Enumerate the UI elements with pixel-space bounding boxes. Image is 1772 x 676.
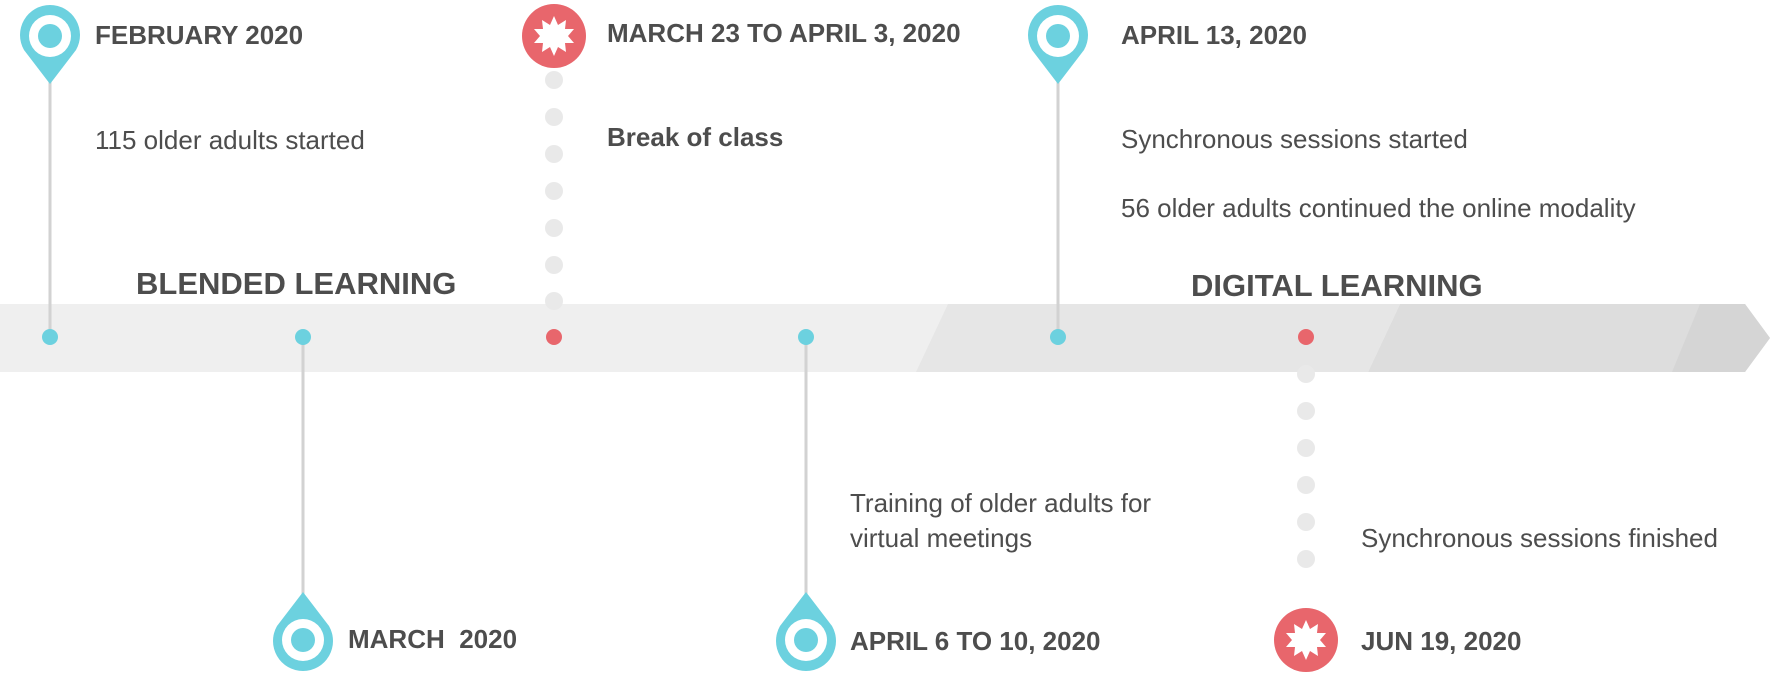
timeline-band <box>0 304 1770 372</box>
band-arrow-tip <box>1672 304 1770 372</box>
burst-icon <box>522 4 586 68</box>
event-desc-train-line1: Training of older adults for <box>850 488 1152 518</box>
map-pin-icon <box>273 592 333 671</box>
band-segment-dark <box>1368 304 1770 372</box>
band-dot-apr13 <box>1050 329 1066 345</box>
event-desc-train-line2: virtual meetings <box>850 523 1033 553</box>
map-pin-icon <box>1028 5 1088 85</box>
dotted-connector-jun <box>1297 365 1315 568</box>
event-date-train: APRIL 6 TO 10, 2020 <box>850 626 1101 656</box>
phase-label-blended: BLENDED LEARNING <box>136 266 457 301</box>
band-dot-jun <box>1298 329 1314 345</box>
band-dot-train <box>798 329 814 345</box>
phase-label-digital: DIGITAL LEARNING <box>1191 268 1483 303</box>
event-desc-break: Break of class <box>607 122 784 152</box>
event-desc-apr13-continued: 56 older adults continued the online mod… <box>1121 193 1636 223</box>
map-pin-icon <box>776 592 836 671</box>
burst-icon <box>1274 608 1338 672</box>
map-pin-icon <box>20 5 80 85</box>
band-segment-light <box>0 304 1000 372</box>
event-date-mar: MARCH 2020 <box>348 624 518 654</box>
event-date-apr13: APRIL 13, 2020 <box>1121 20 1307 50</box>
event-desc-apr13-started: Synchronous sessions started <box>1121 124 1468 154</box>
band-dot-mar <box>295 329 311 345</box>
event-desc-jun: Synchronous sessions finished <box>1361 523 1718 553</box>
event-date-feb: FEBRUARY 2020 <box>95 20 304 50</box>
event-date-jun: JUN 19, 2020 <box>1361 626 1522 656</box>
band-dot-feb <box>42 329 58 345</box>
event-date-break: MARCH 23 TO APRIL 3, 2020 <box>607 18 961 48</box>
dotted-connector-break <box>545 71 563 310</box>
event-desc-feb: 115 older adults started <box>95 125 365 155</box>
band-segment-mid <box>916 304 1400 372</box>
band-dot-break <box>546 329 562 345</box>
